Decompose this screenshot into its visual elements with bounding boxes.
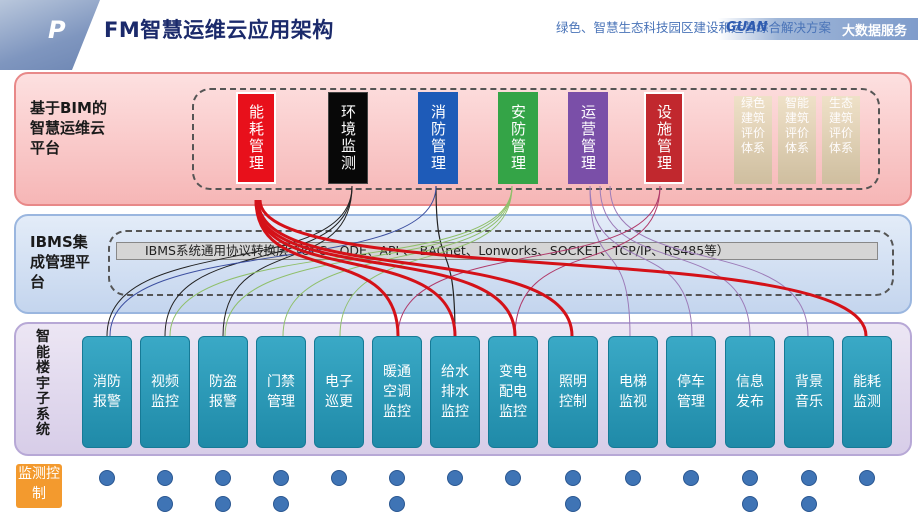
subsystem-label: 背景音乐 — [795, 374, 823, 410]
subsystem-label: 给水排水监控 — [441, 364, 469, 420]
eval-eco-building: 生态建筑评价体系 — [822, 96, 860, 184]
subsystem-label: 能耗监测 — [853, 374, 881, 410]
device-dot — [801, 470, 817, 486]
device-dot — [99, 470, 115, 486]
bim-layer-label: 基于BIM的智慧运维云平台 — [30, 99, 107, 157]
module-environment-monitoring[interactable]: 环境监测 — [328, 92, 368, 184]
link-ops-elevator — [589, 185, 631, 337]
device-dot — [742, 496, 758, 512]
subsystem-fire-alarm[interactable]: 消防报警 — [82, 336, 132, 448]
ibms-frame — [108, 230, 894, 296]
subsystem-label: 变电配电监控 — [499, 364, 527, 420]
link-ops-info — [599, 185, 751, 337]
device-dot — [625, 470, 641, 486]
subsystem-video-surveillance[interactable]: 视频监控 — [140, 336, 190, 448]
eval-green-building: 绿色建筑评价体系 — [734, 96, 772, 184]
link-facility-hvac — [397, 185, 661, 337]
bim-modules-frame — [192, 88, 880, 190]
device-dot — [331, 470, 347, 486]
module-energy-management[interactable]: 能耗管理 — [236, 92, 276, 184]
device-dot — [565, 496, 581, 512]
subsystem-parking[interactable]: 停车管理 — [666, 336, 716, 448]
page-title: FM智慧运维云应用架构 — [104, 18, 334, 42]
device-dot — [505, 470, 521, 486]
brand-logo: GUAN — [726, 20, 768, 35]
subsystem-label: 防盗报警 — [209, 374, 237, 410]
subsystem-label: 消防报警 — [93, 374, 121, 410]
link-security-access — [282, 185, 513, 337]
module-operation-management[interactable]: 运营管理 — [568, 92, 608, 184]
subsystem-label: 停车管理 — [677, 374, 705, 410]
subsystem-info-release[interactable]: 信息发布 — [725, 336, 775, 448]
link-energy-lighting — [256, 199, 574, 337]
ibms-layer-label: IBMS集成管理平台 — [30, 233, 91, 291]
device-dot — [801, 496, 817, 512]
subsystem-access-control[interactable]: 门禁管理 — [256, 336, 306, 448]
device-dot — [157, 470, 173, 486]
link-environment-water — [435, 185, 456, 337]
subsystem-label: 门禁管理 — [267, 374, 295, 410]
device-dot — [273, 496, 289, 512]
link-security-patrol — [339, 185, 513, 337]
subsystem-label: 照明控制 — [559, 374, 587, 410]
monitor-control-label: 监测控制 — [16, 464, 62, 508]
link-energy-hvac — [254, 199, 400, 337]
link-fire-alarm — [109, 185, 437, 337]
subsystem-label: 电子巡更 — [325, 374, 353, 410]
device-dot — [157, 496, 173, 512]
brand-text: 大数据服务 — [842, 24, 908, 39]
link-environment — [106, 185, 353, 337]
device-dot — [389, 496, 405, 512]
device-dot — [683, 470, 699, 486]
device-dot — [273, 470, 289, 486]
device-dot — [859, 470, 875, 486]
subsystem-label: 电梯监视 — [619, 374, 647, 410]
device-dot — [389, 470, 405, 486]
link-ops-parking — [589, 185, 693, 337]
subsystem-elevator[interactable]: 电梯监视 — [608, 336, 658, 448]
subsystem-label: 信息发布 — [736, 374, 764, 410]
subsystem-water[interactable]: 给水排水监控 — [430, 336, 480, 448]
link-energy-water — [254, 199, 457, 337]
link-energy-power — [254, 199, 517, 337]
subsystem-lighting[interactable]: 照明控制 — [548, 336, 598, 448]
module-facility-management[interactable]: 设施管理 — [644, 92, 684, 184]
page-subtitle: 绿色、智慧生态科技园区建设和运营综合解决方案 — [556, 20, 832, 35]
subsystem-layer-label: 智能楼宇子系统 — [36, 329, 50, 438]
device-dot — [215, 496, 231, 512]
subsystem-energy-monitoring[interactable]: 能耗监测 — [842, 336, 892, 448]
device-dot — [565, 470, 581, 486]
module-fire-management[interactable]: 消防管理 — [418, 92, 458, 184]
link-energy-monitor — [258, 199, 868, 337]
subsystem-intrusion-alarm[interactable]: 防盗报警 — [198, 336, 248, 448]
module-security-management[interactable]: 安防管理 — [498, 92, 538, 184]
subsystem-label: 视频监控 — [151, 374, 179, 410]
eval-smart-building: 智能建筑评价体系 — [778, 96, 816, 184]
device-dot — [742, 470, 758, 486]
link-environment — [164, 185, 353, 337]
subsystem-label: 暖通空调监控 — [383, 364, 411, 420]
logo-letter: P — [48, 16, 66, 44]
link-facility-power — [514, 185, 661, 337]
link-environment — [222, 185, 353, 337]
subsystem-hvac[interactable]: 暖通空调监控 — [372, 336, 422, 448]
brand-strip — [718, 18, 918, 40]
subsystem-background-music[interactable]: 背景音乐 — [784, 336, 834, 448]
device-dot — [215, 470, 231, 486]
device-dot — [447, 470, 463, 486]
link-ops-music — [609, 185, 809, 337]
subsystem-patrol[interactable]: 电子巡更 — [314, 336, 364, 448]
subsystem-power[interactable]: 变电配电监控 — [488, 336, 538, 448]
